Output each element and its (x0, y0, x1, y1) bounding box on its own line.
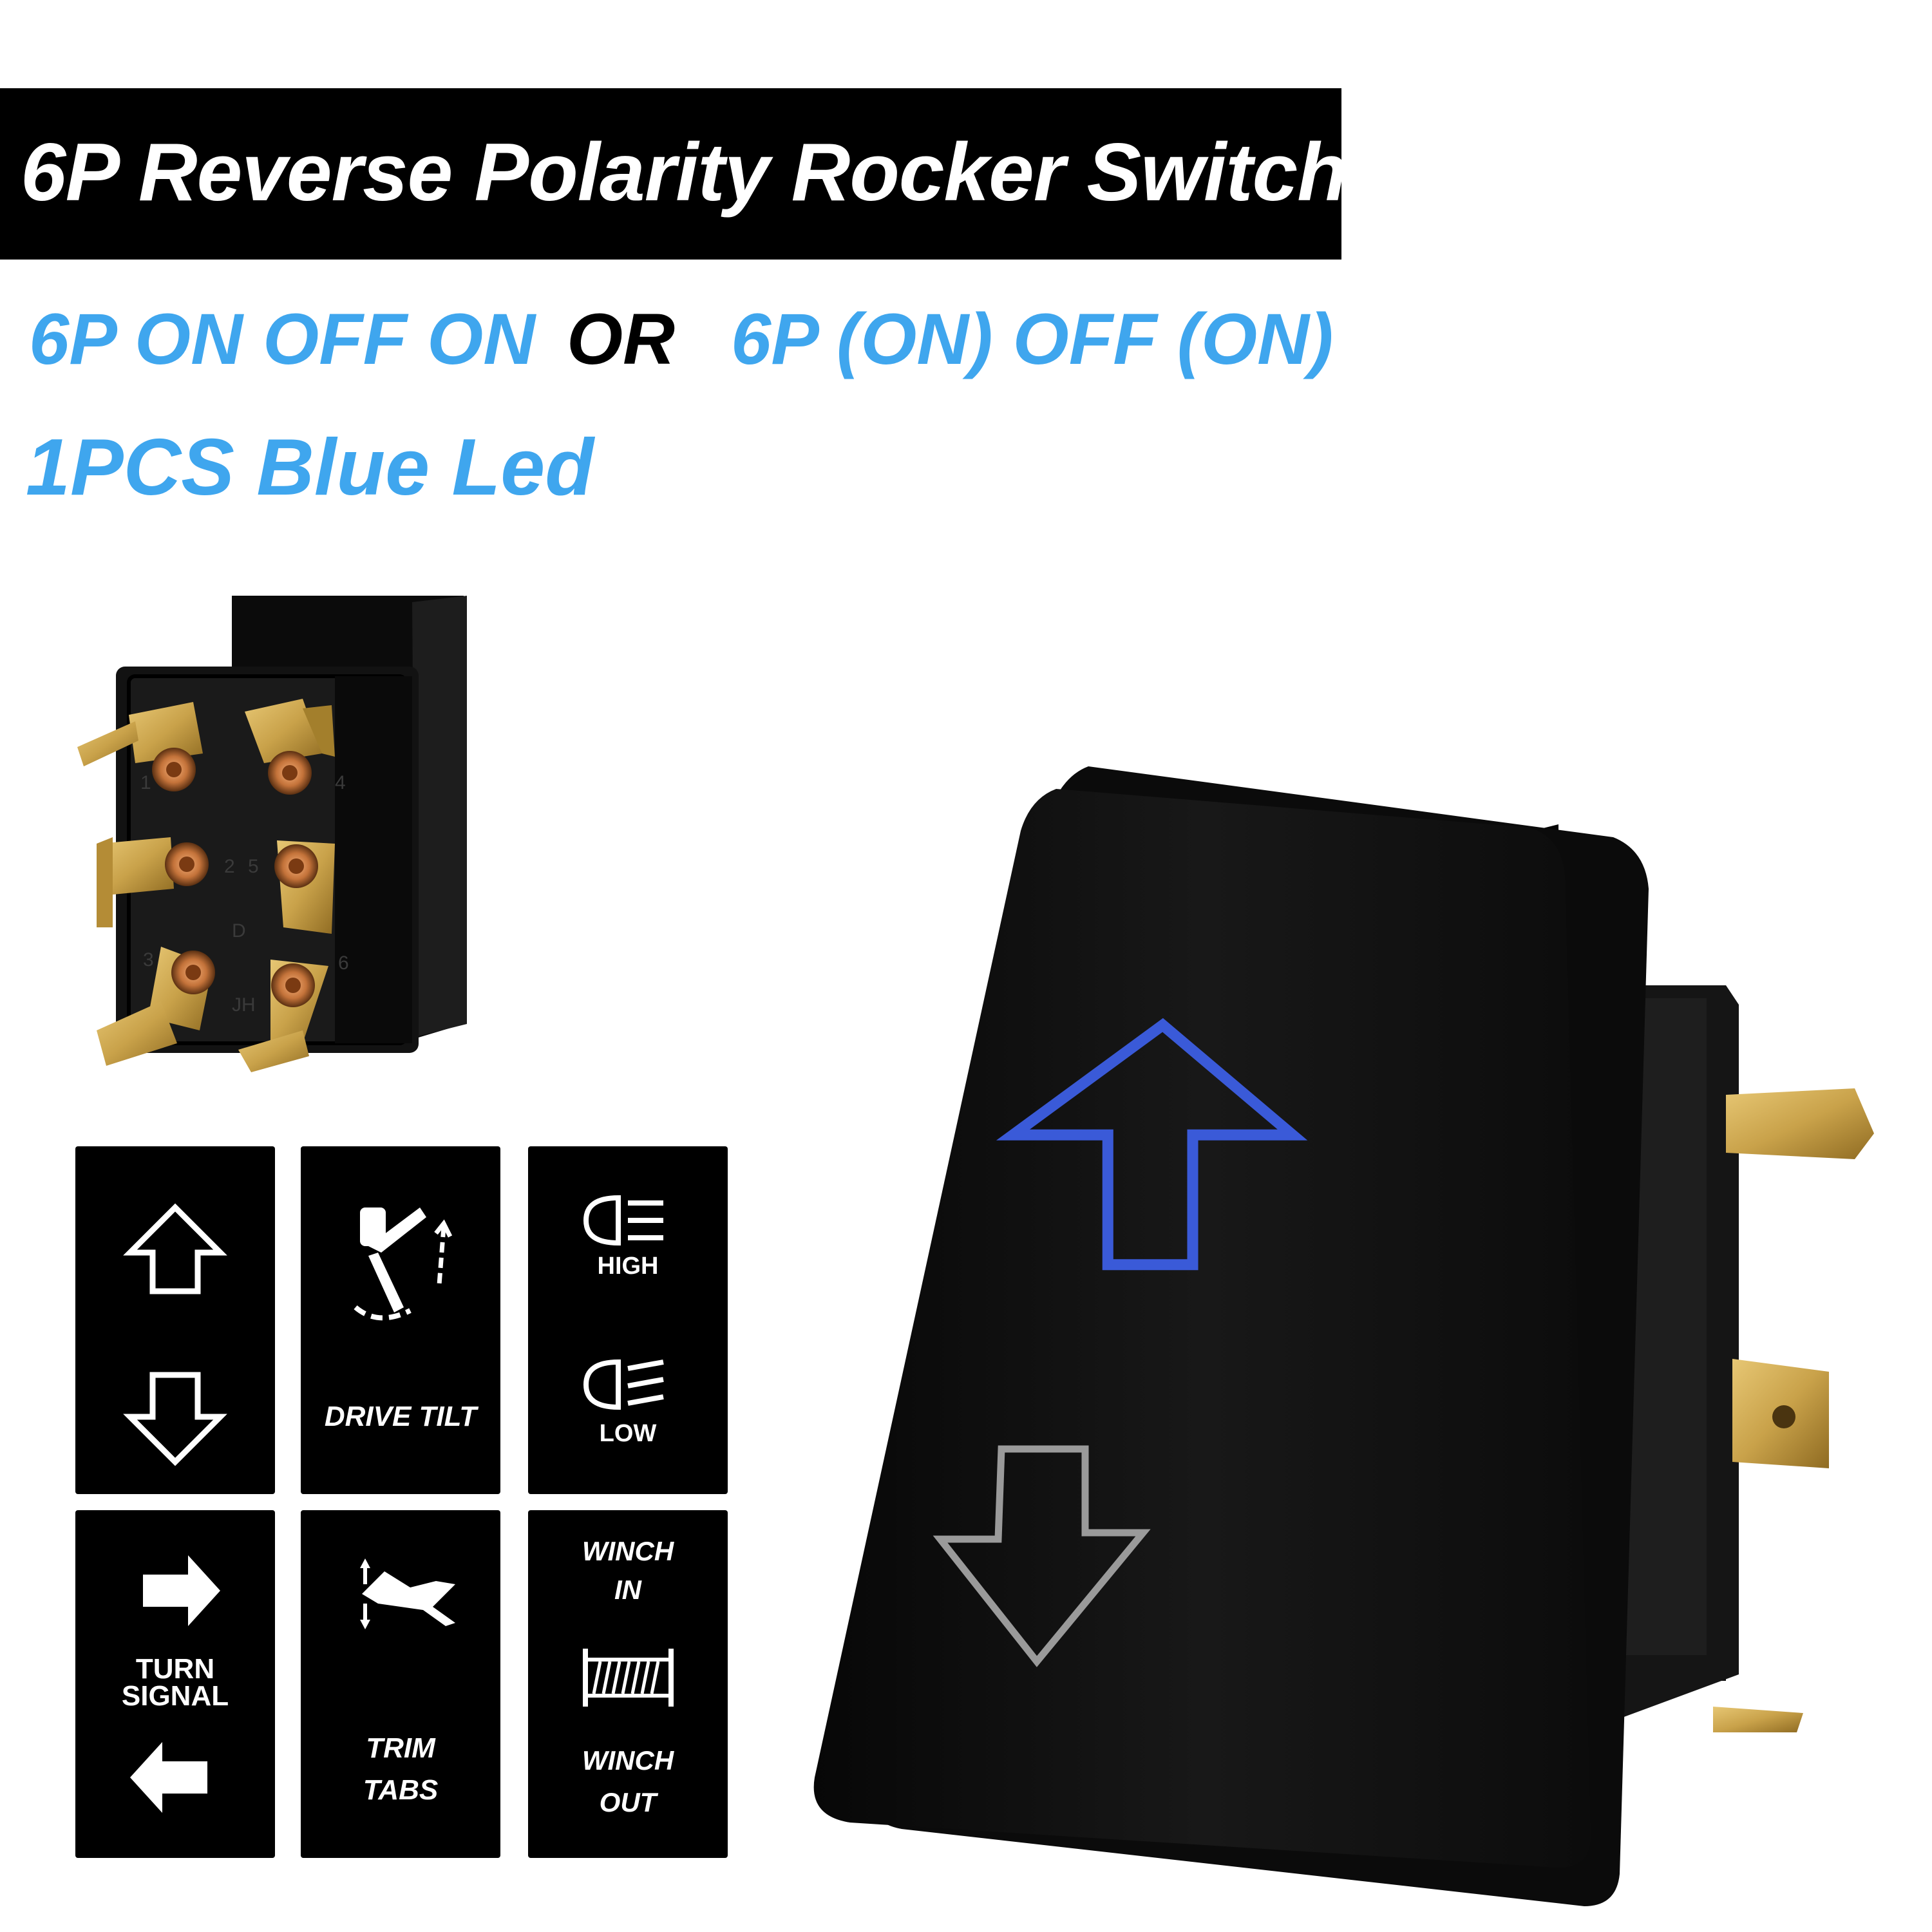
low-beam-label: LOW (599, 1420, 657, 1447)
trim-label: TRIM (366, 1732, 435, 1764)
tile-trim-tabs: TRIM TABS (301, 1510, 500, 1858)
winch-in-label-2: IN (614, 1575, 641, 1605)
winch-out-label-2: OUT (599, 1787, 657, 1817)
pin-3-mark: 3 (143, 949, 154, 971)
terminal-1 (77, 702, 203, 791)
high-beam-label: HIGH (597, 1253, 659, 1280)
terminal-2 (97, 837, 209, 927)
winch-out-label-1: WINCH (582, 1745, 674, 1776)
led-note: 1PCS Blue Led (26, 423, 594, 512)
title-bar: 6P Reverse Polarity Rocker Switch (0, 88, 1347, 260)
pin-6-mark: 6 (338, 952, 349, 974)
terminal-6 (238, 960, 328, 1072)
option-momentary: 6P (ON) OFF (ON) (731, 299, 1334, 379)
tile-winch: WINCH IN WINCH OUT (528, 1510, 728, 1858)
rocker-face (813, 789, 1591, 1868)
down-arrow-icon (933, 1445, 1151, 1667)
pin-4-mark: 4 (335, 772, 346, 793)
headlight-icon (583, 1195, 664, 1410)
trim-tabs-icon (360, 1558, 455, 1629)
terminal-5 (274, 840, 335, 934)
winch-icon (583, 1649, 674, 1707)
tile-drive-tilt: DRIVE TILT (301, 1146, 500, 1494)
pin-1-mark: 1 (140, 772, 151, 793)
rocker-switch-main (813, 766, 1874, 1906)
terminal-blade-top (1726, 1088, 1874, 1159)
terminal-4 (245, 699, 335, 795)
option-separator: OR (567, 299, 675, 379)
pin-5-mark: 5 (248, 856, 259, 877)
up-down-arrows-icon (123, 1203, 227, 1466)
led-up-arrow-icon (996, 1018, 1308, 1271)
maker-mark: JH (232, 994, 256, 1016)
signal-label: SIGNAL (121, 1680, 229, 1712)
tile-up-down (75, 1146, 275, 1494)
drive-tilt-icon (354, 1208, 453, 1321)
terminal-3 (97, 947, 215, 1066)
terminal-blade-bottom (1713, 1707, 1803, 1732)
product-title: 6P Reverse Polarity Rocker Switch (21, 126, 1347, 218)
turn-label: TURN (135, 1653, 215, 1685)
option-on-off-on: 6P ON OFF ON (29, 299, 536, 379)
drive-tilt-label: DRIVE TILT (324, 1401, 477, 1432)
tile-turn-signal: TURN SIGNAL (75, 1510, 275, 1858)
tabs-label: TABS (363, 1774, 439, 1806)
pin-2-mark: 2 (224, 856, 235, 877)
turn-signal-icon (130, 1555, 220, 1813)
winch-in-label-1: WINCH (582, 1536, 674, 1566)
tile-headlights: HIGH LOW (528, 1146, 728, 1494)
center-mark: D (232, 920, 246, 942)
switch-back-view: 1 2 3 4 5 6 D JH (77, 596, 467, 1072)
